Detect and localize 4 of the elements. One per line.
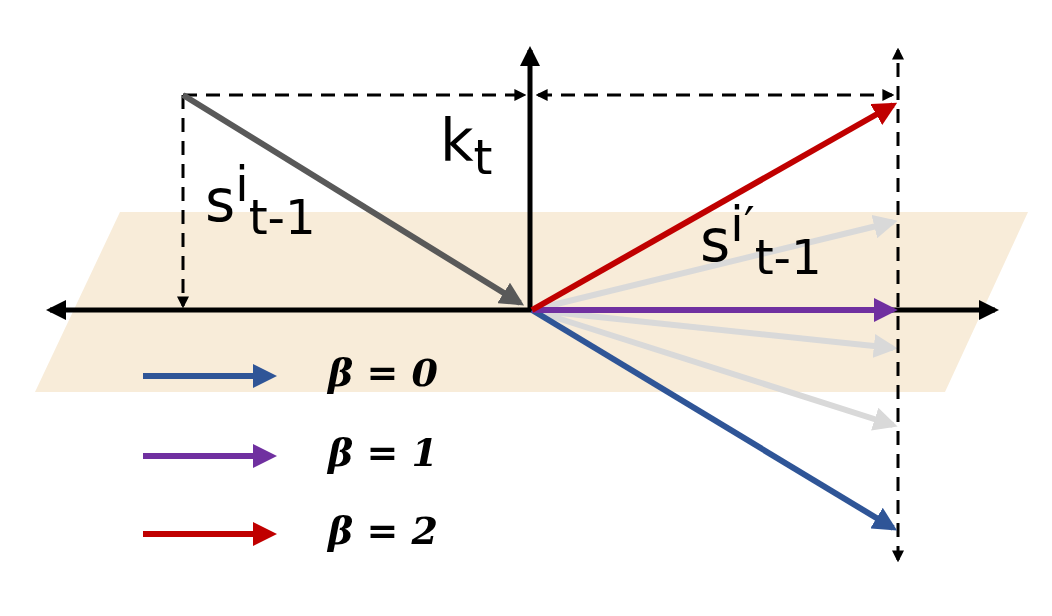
legend-label: β = 1: [328, 434, 438, 472]
legend-label: β = 2: [328, 512, 438, 550]
math-label: k$_{t}$: [440, 112, 493, 181]
legend-label: β = 0: [328, 354, 438, 392]
